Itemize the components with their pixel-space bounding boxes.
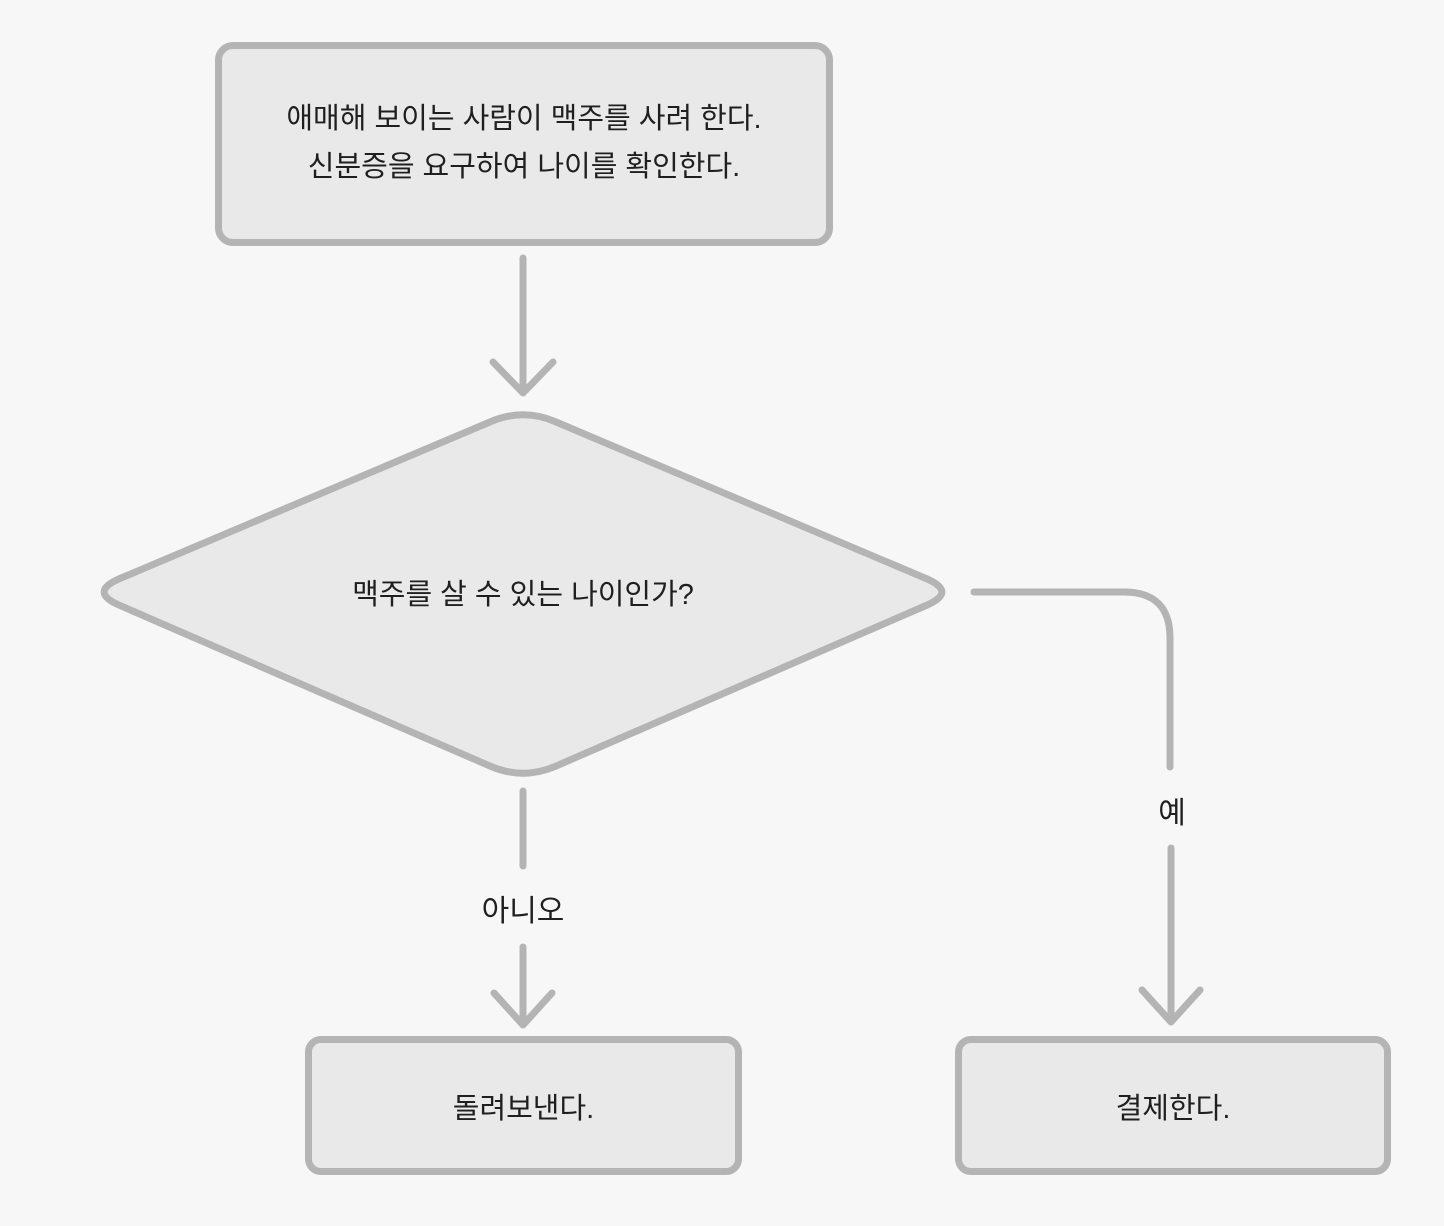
arrow-start-to-decision <box>489 254 557 397</box>
edge-label-no: 아니오 <box>481 895 565 928</box>
node-pay: 결제한다. <box>955 1036 1391 1175</box>
node-reject: 돌려보낸다. <box>305 1036 742 1175</box>
node-reject-text: 돌려보낸다. <box>452 1092 595 1125</box>
arrowhead-down-icon <box>1138 986 1204 1026</box>
edge-label-yes: 예 <box>1158 797 1186 830</box>
node-start-text-line1: 애매해 보이는 사람이 맥주를 사려 한다. <box>286 103 762 136</box>
node-pay-text: 결제한다. <box>1115 1092 1231 1125</box>
node-start-text-line2: 신분증을 요구하여 나이를 확인한다. <box>307 151 741 183</box>
edge-decision-to-reject <box>490 787 556 1029</box>
arrowhead-down-icon <box>489 358 557 397</box>
edge-decision-to-pay <box>970 588 1204 1026</box>
node-decision-text: 맥주를 살 수 있는 나이인가? <box>352 579 694 611</box>
arrowhead-down-icon <box>490 989 556 1029</box>
node-start: 애매해 보이는 사람이 맥주를 사려 한다. 신분증을 요구하여 나이를 확인한… <box>215 42 833 246</box>
decision-diamond-shape <box>100 411 946 777</box>
